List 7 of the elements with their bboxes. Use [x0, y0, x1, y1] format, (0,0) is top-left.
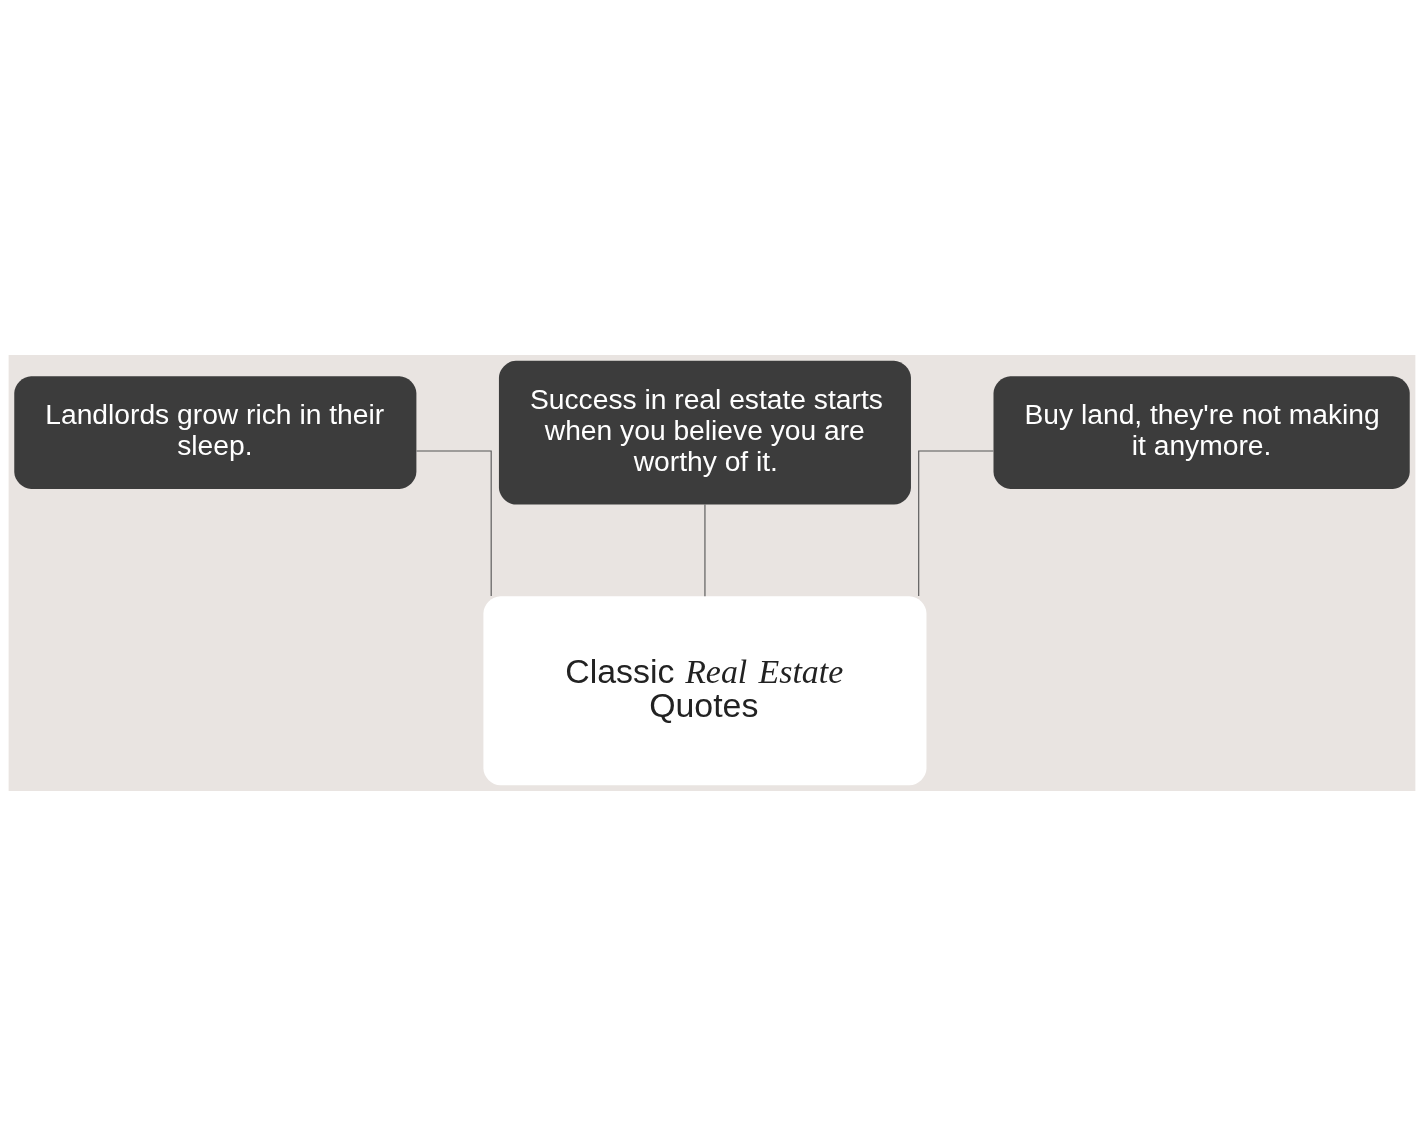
node-box: Success in real estate starts when you believe you are worthy of it. — [498, 360, 911, 505]
node-box: Landlords grow rich in their sleep. — [14, 376, 417, 490]
connector — [415, 450, 492, 597]
connector — [704, 504, 706, 597]
node-box: Buy land, they're not making it anymore. — [993, 376, 1410, 490]
node-box: Classic Real Estate Quotes — [483, 596, 927, 786]
connector — [918, 450, 994, 597]
